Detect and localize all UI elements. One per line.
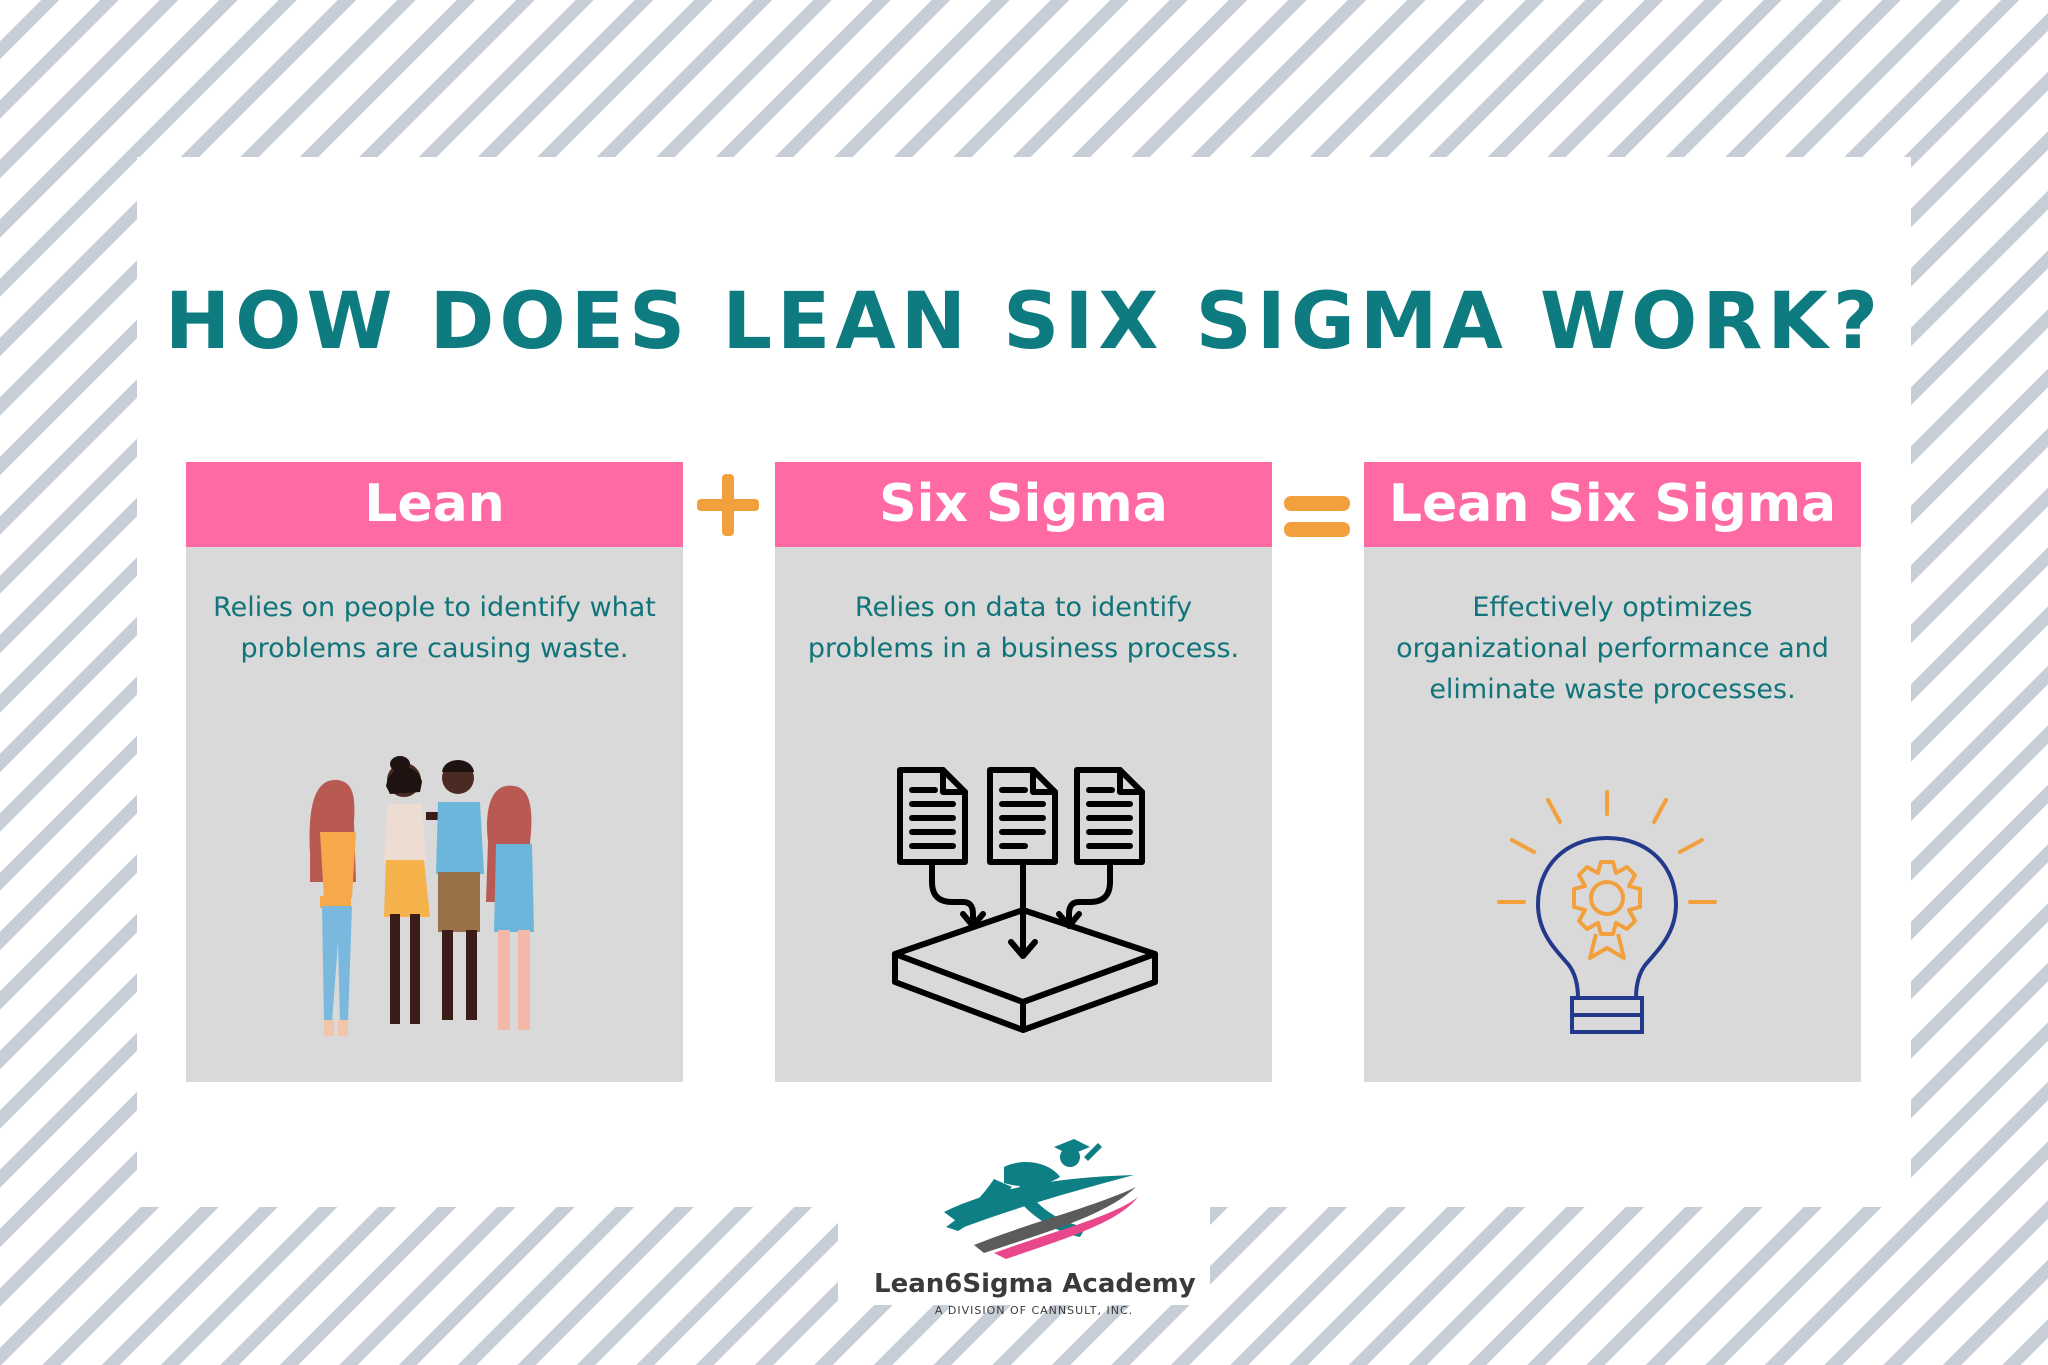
lightbulb-gear-icon: [1497, 790, 1717, 1034]
person-man: [436, 760, 484, 1020]
logo-tagline: A DIVISION OF CANNSULT, INC.: [934, 1304, 1134, 1317]
running-graduate-logo-icon: [944, 1139, 1138, 1259]
card-lean-six-sigma: Lean Six Sigma Effectively optimizes org…: [1364, 462, 1861, 1082]
logo-backdrop: [838, 1205, 1210, 1305]
card-lean-header: Lean: [186, 462, 683, 547]
card-lean-six-sigma-description: Effectively optimizes organizational per…: [1396, 592, 1829, 705]
page-title: HOW DOES LEAN SIX SIGMA WORK?: [164, 277, 1884, 367]
person-woman-left: [309, 779, 356, 1036]
logo-name: Lean6Sigma Academy: [874, 1269, 1196, 1299]
equals-icon: [1282, 494, 1352, 548]
lean6sigma-academy-logo: Lean6Sigma Academy A DIVISION OF CANNSUL…: [874, 1127, 1196, 1357]
card-six-sigma: Six Sigma Relies on data to identify pro…: [775, 462, 1272, 1082]
people-group-illustration: [309, 756, 534, 1036]
card-six-sigma-header: Six Sigma: [775, 462, 1272, 547]
card-lean-six-sigma-header: Lean Six Sigma: [1364, 462, 1861, 547]
person-woman-center-left: [384, 756, 444, 1024]
documents-to-database-icon: [892, 767, 1158, 1033]
card-lean: Lean Relies on people to identify what p…: [186, 462, 683, 1082]
plus-icon: [695, 472, 761, 542]
person-woman-right: [486, 785, 534, 1030]
card-lean-description: Relies on people to identify what proble…: [213, 592, 656, 664]
card-six-sigma-description: Relies on data to identify problems in a…: [807, 592, 1240, 664]
